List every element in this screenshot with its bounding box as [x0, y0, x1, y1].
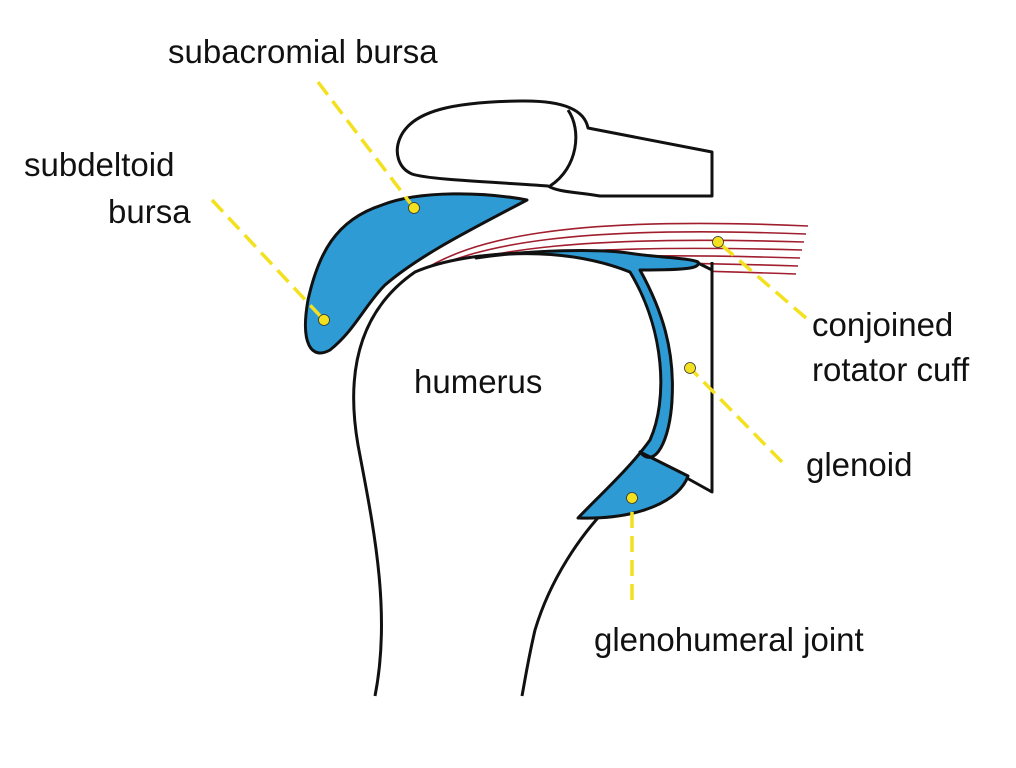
label-conjoined-rotator-cuff-line1: conjoined	[812, 306, 954, 343]
label-subdeltoid-bursa-line1: subdeltoid	[24, 146, 175, 183]
leader-subacromial-bursa	[316, 80, 416, 210]
leader-conjoined-rotator-cuff-dot	[712, 236, 724, 248]
leader-subacromial-bursa-dot	[408, 202, 420, 214]
acromion-bone	[395, 99, 714, 198]
glenohumeral-joint-capsule	[474, 249, 700, 520]
leader-glenohumeral-joint-dot	[626, 492, 638, 504]
label-humerus: humerus	[414, 363, 543, 400]
leader-subdeltoid-bursa	[210, 198, 326, 322]
rotator-cuff-fiber	[419, 222, 809, 273]
label-glenoid: glenoid	[806, 446, 913, 483]
leader-lines	[210, 80, 808, 600]
label-subacromial-bursa: subacromial bursa	[168, 33, 438, 70]
label-subdeltoid-bursa-line2: bursa	[108, 193, 191, 230]
leader-glenoid-dot	[684, 362, 696, 374]
acromion-inner-line	[549, 109, 578, 188]
leader-subdeltoid-bursa-dot	[318, 314, 330, 326]
leader-glenoid	[688, 366, 784, 464]
label-conjoined-rotator-cuff-line2: rotator cuff	[812, 351, 970, 388]
leader-conjoined-rotator-cuff	[716, 240, 808, 320]
label-glenohumeral-joint: glenohumeral joint	[594, 621, 864, 658]
